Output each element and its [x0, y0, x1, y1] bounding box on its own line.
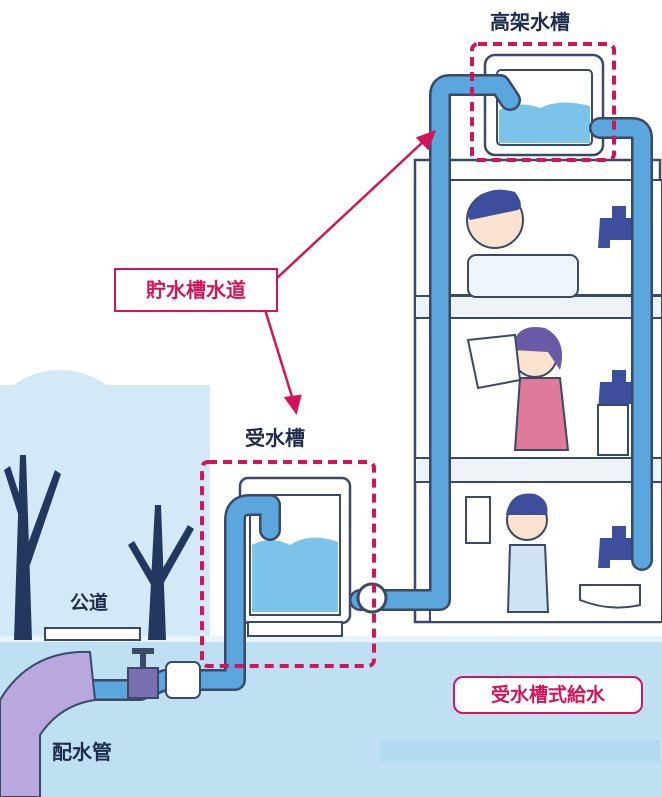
- water-main-label: 配水管: [52, 740, 112, 764]
- water-pipes: [64, 74, 653, 701]
- receiving-tank-highlight: [200, 460, 376, 668]
- public-road-label: 公道: [70, 592, 109, 614]
- tree-left: [4, 455, 61, 640]
- ground: [0, 640, 662, 797]
- water-main-pipe: [0, 648, 201, 797]
- elevated-tank-highlight: [470, 42, 616, 162]
- elevated-tank-label: 高架水槽: [490, 10, 570, 34]
- tree-right: [128, 505, 194, 640]
- person-toothbrush: [465, 493, 550, 613]
- road-curb: [44, 627, 141, 641]
- arrow-icon: [260, 129, 437, 415]
- person-laundry: [466, 326, 570, 451]
- storage-water-label: 貯水槽水道: [114, 268, 278, 312]
- elevated-tank: [483, 53, 605, 157]
- system-name-badge: 受水槽式給水: [453, 676, 643, 714]
- receiving-tank-label: 受水槽: [245, 426, 305, 450]
- person-bath: [466, 189, 579, 298]
